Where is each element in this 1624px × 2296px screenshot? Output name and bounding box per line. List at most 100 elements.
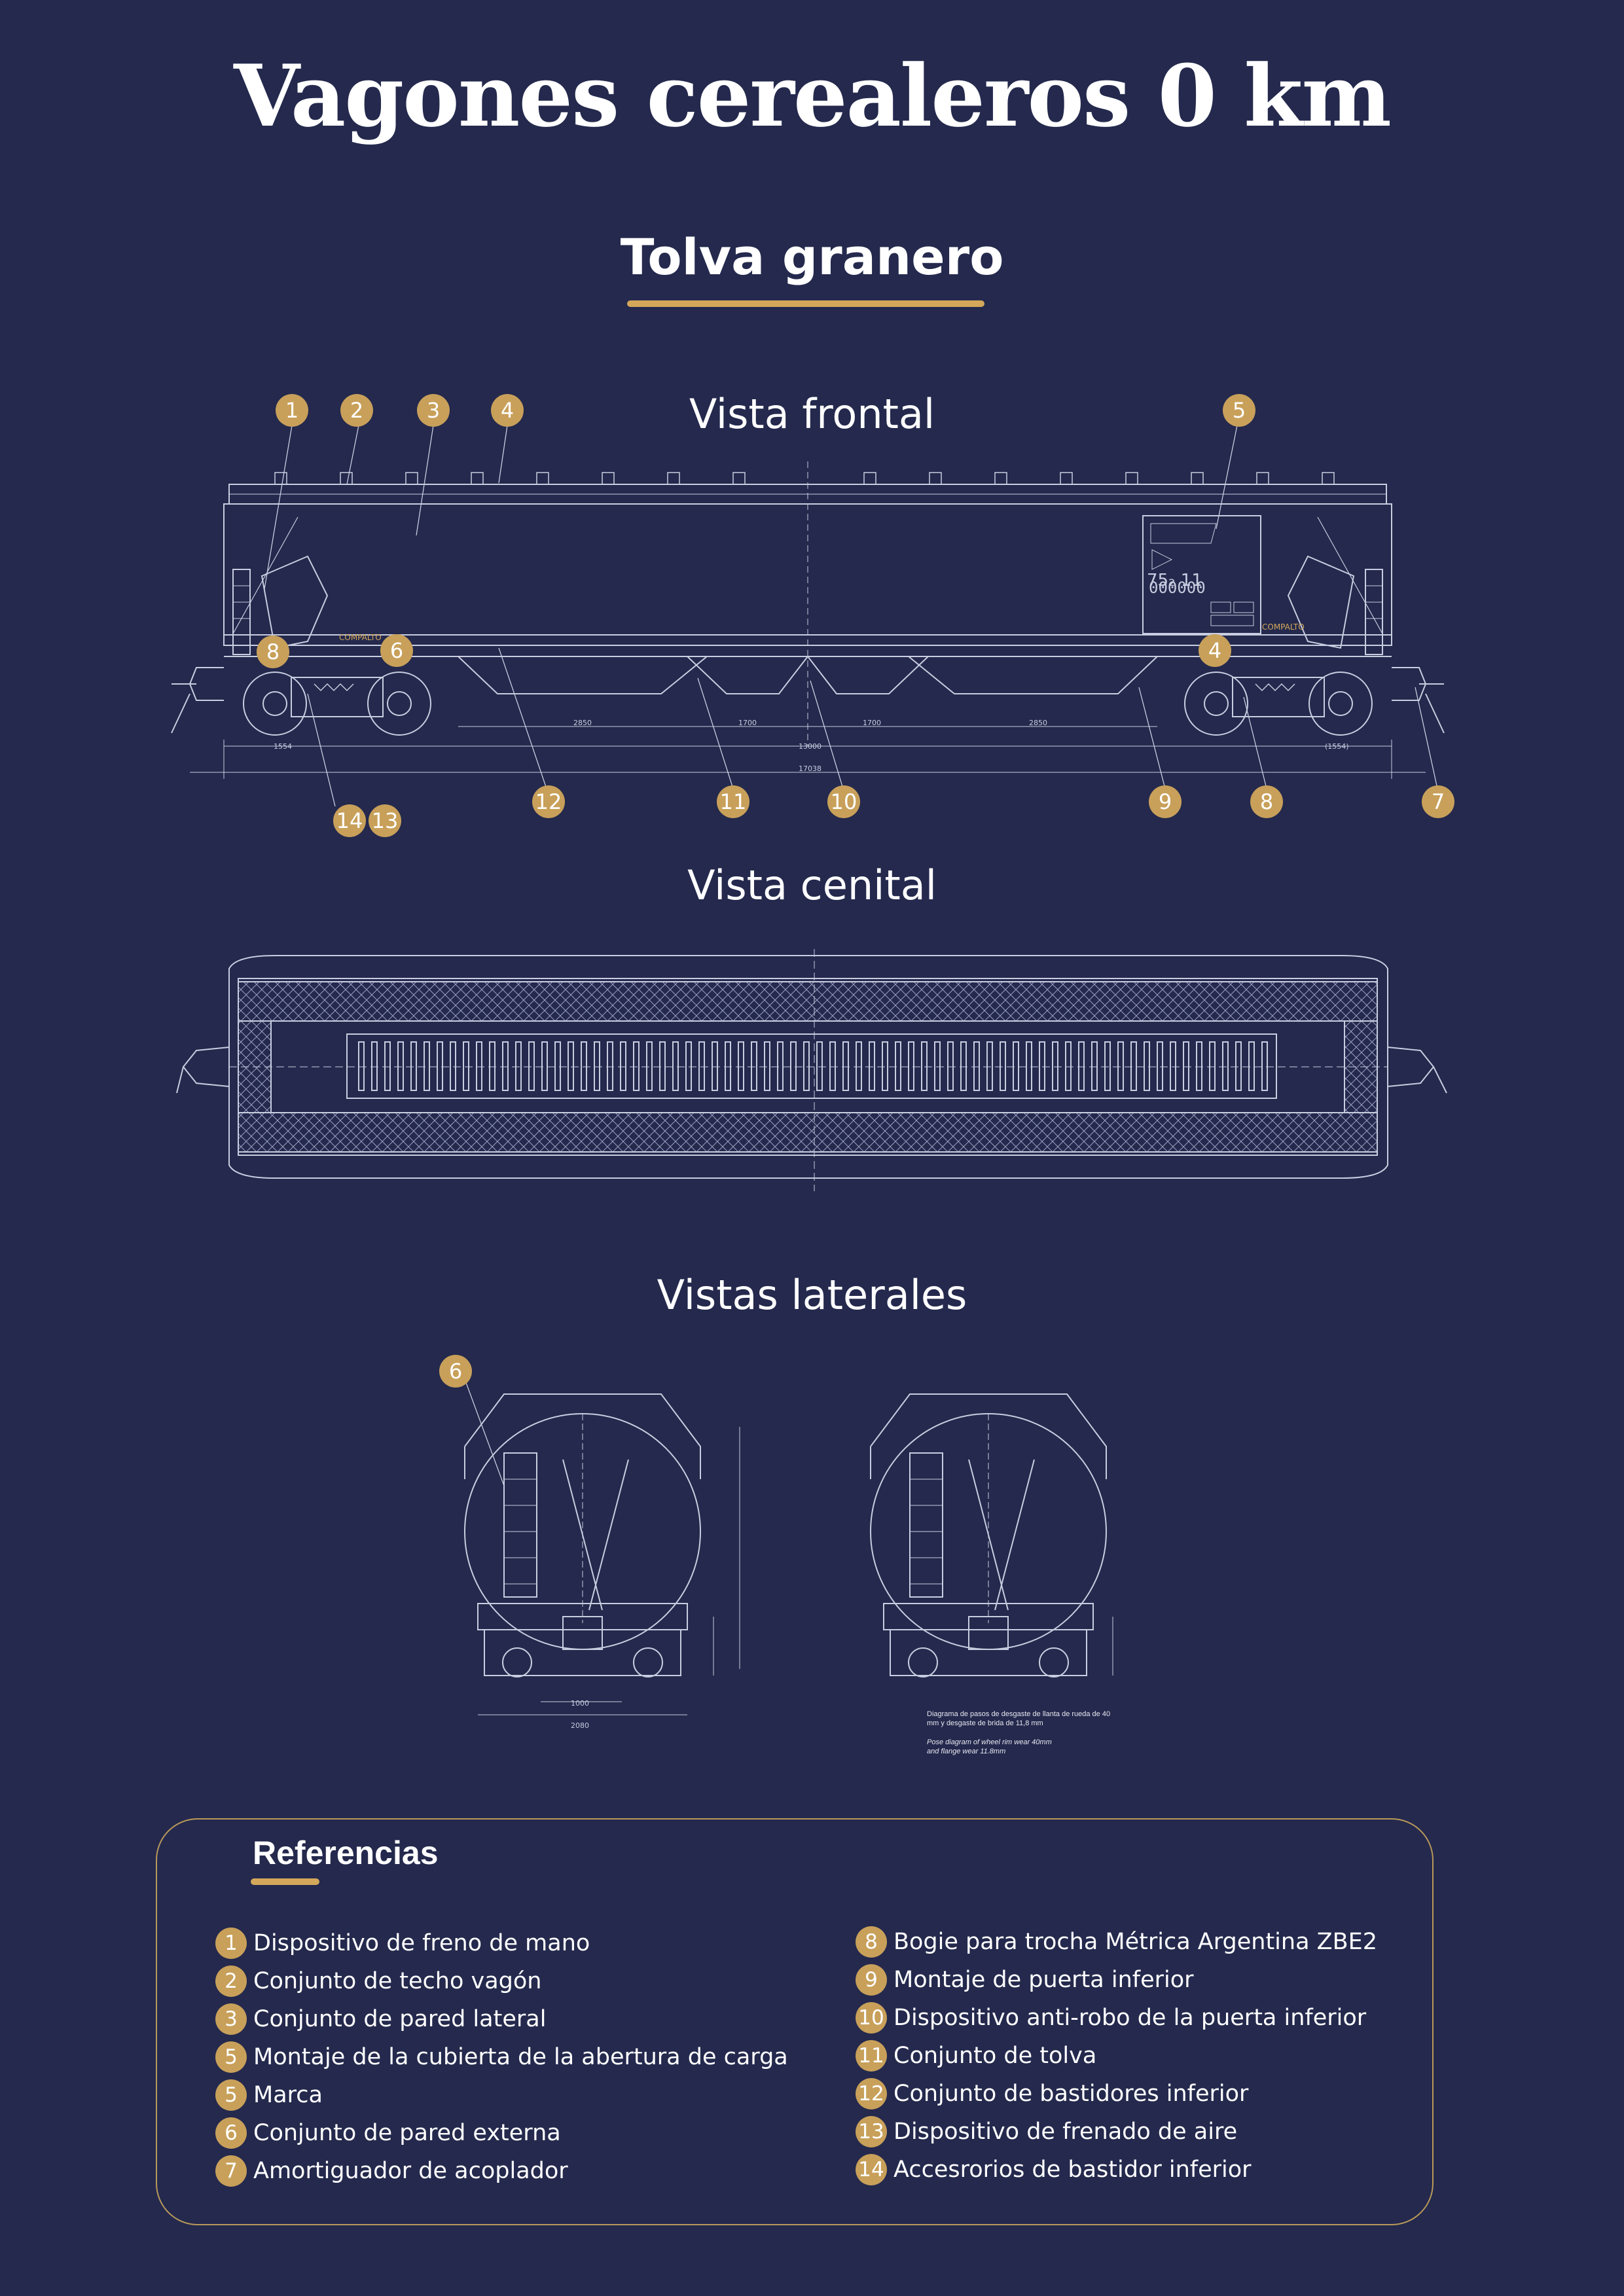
callout-7[interactable]: 7	[1422, 785, 1454, 818]
hopper-slat	[725, 1041, 731, 1091]
reference-item: 1 Dispositivo de freno de mano	[215, 1926, 590, 1961]
callout-11[interactable]: 11	[717, 785, 749, 818]
dim-1700-left: 1700	[738, 719, 757, 727]
reference-item: 6 Conjunto de pared externa	[215, 2115, 561, 2151]
hopper-slat	[1039, 1041, 1045, 1091]
hopper-slat	[463, 1041, 469, 1091]
callout-6-front[interactable]: 6	[380, 634, 413, 667]
hopper-slat	[659, 1041, 666, 1091]
hopper-slat	[908, 1041, 914, 1091]
callout-9[interactable]: 9	[1149, 785, 1182, 818]
hopper-slat	[960, 1041, 967, 1091]
reference-text: Conjunto de bastidores inferior	[893, 2081, 1249, 2107]
hopper-slat	[738, 1041, 744, 1091]
reference-item: 3 Conjunto de pared lateral	[215, 2001, 546, 2037]
reference-text: Bogie para trocha Métrica Argentina ZBE2	[893, 1929, 1378, 1955]
hopper-slat	[502, 1041, 509, 1091]
reference-number: 8	[856, 1926, 887, 1958]
hopper-slat	[410, 1041, 417, 1091]
hopper-slat	[790, 1041, 797, 1091]
callout-4-right[interactable]: 4	[1199, 634, 1231, 667]
hopper-slat	[1261, 1041, 1268, 1091]
side-views-drawing: 1000 2080	[458, 1361, 1113, 1730]
callout-2[interactable]: 2	[340, 394, 373, 427]
reference-number: 5	[215, 2079, 247, 2111]
reference-number: 9	[856, 1964, 887, 1996]
reference-item: 10 Dispositivo anti-robo de la puerta in…	[856, 2000, 1366, 2036]
reference-text: Montaje de puerta inferior	[893, 1967, 1194, 1993]
front-view-title: Vista frontal	[689, 390, 935, 438]
hopper-slat	[1130, 1041, 1137, 1091]
brand-mark-right: COMPALTO	[1262, 622, 1305, 632]
hopper-slat	[1117, 1041, 1124, 1091]
reference-text: Conjunto de tolva	[893, 2043, 1097, 2069]
hopper-slat	[437, 1041, 443, 1091]
references-underline	[251, 1878, 319, 1885]
hopper-slat	[921, 1041, 928, 1091]
dim-2850-right: 2850	[1029, 719, 1047, 727]
reference-number: 1	[215, 1928, 247, 1959]
reference-item: 9 Montaje de puerta inferior	[856, 1962, 1194, 1998]
side-views-title: Vistas laterales	[657, 1271, 967, 1319]
reference-item: 7 Amortiguador de acoplador	[215, 2153, 568, 2189]
reference-number: 6	[215, 2117, 247, 2149]
reference-item: 5 Montaje de la cubierta de la abertura …	[215, 2039, 788, 2075]
hopper-slat	[424, 1041, 430, 1091]
callout-8-right[interactable]: 8	[1250, 785, 1283, 818]
hopper-slat	[1013, 1041, 1019, 1091]
front-view-drawing: 75₂ 11 COMPALTO COMPALTO 1554 2850 1700 …	[171, 425, 1445, 807]
callout-14[interactable]: 14	[333, 804, 366, 837]
hopper-slat	[947, 1041, 954, 1091]
hopper-slat	[620, 1041, 626, 1091]
hopper-slat	[1157, 1041, 1163, 1091]
reference-text: Dispositivo de frenado de aire	[893, 2119, 1238, 2145]
callout-1[interactable]: 1	[276, 394, 308, 427]
hopper-slat	[1091, 1041, 1098, 1091]
reference-item: 12 Conjunto de bastidores inferior	[856, 2076, 1248, 2111]
reference-number: 5	[215, 2041, 247, 2073]
hopper-slat	[1235, 1041, 1242, 1091]
hopper-slat	[371, 1041, 378, 1091]
reference-text: Dispositivo de freno de mano	[253, 1930, 590, 1956]
hopper-slat	[646, 1041, 653, 1091]
callout-5[interactable]: 5	[1223, 394, 1255, 427]
page-subtitle: Tolva granero	[620, 228, 1004, 286]
callout-12[interactable]: 12	[532, 785, 565, 818]
hopper-slat	[869, 1041, 875, 1091]
hopper-slat	[489, 1041, 496, 1091]
reference-text: Accesrorios de bastidor inferior	[893, 2157, 1252, 2183]
hopper-slat	[856, 1041, 862, 1091]
hopper-slat	[712, 1041, 718, 1091]
callout-4-top[interactable]: 4	[491, 394, 524, 427]
reference-text: Amortiguador de acoplador	[253, 2158, 568, 2184]
hopper-slat	[1222, 1041, 1229, 1091]
reference-item: 11 Conjunto de tolva	[856, 2038, 1096, 2073]
brand-mark-left: COMPALTO	[339, 633, 382, 642]
hopper-slat	[698, 1041, 705, 1091]
hopper-slat	[607, 1041, 613, 1091]
hopper-slat	[358, 1041, 365, 1091]
callout-6-side[interactable]: 6	[439, 1355, 472, 1388]
reference-item: 5 Marca	[215, 2077, 323, 2113]
hopper-slat	[384, 1041, 391, 1091]
callout-3[interactable]: 3	[417, 394, 450, 427]
hopper-slat	[515, 1041, 522, 1091]
hopper-slat	[1144, 1041, 1150, 1091]
reference-text: Montaje de la cubierta de la abertura de…	[253, 2044, 788, 2070]
hopper-slat	[1104, 1041, 1111, 1091]
reference-number: 3	[215, 2003, 247, 2035]
hopper-slat	[803, 1041, 810, 1091]
dim-17038: 17038	[799, 764, 821, 773]
callout-13[interactable]: 13	[369, 804, 401, 837]
callout-8-left[interactable]: 8	[257, 636, 289, 668]
hopper-slat	[777, 1041, 784, 1091]
reference-text: Dispositivo anti-robo de la puerta infer…	[893, 2005, 1367, 2031]
reference-item: 14 Accesrorios de bastidor inferior	[856, 2152, 1252, 2187]
reference-number: 14	[856, 2154, 887, 2185]
reference-number: 12	[856, 2078, 887, 2109]
hopper-slat	[672, 1041, 679, 1091]
hopper-slat	[476, 1041, 482, 1091]
callout-10[interactable]: 10	[827, 785, 860, 818]
hopper-slat	[541, 1041, 548, 1091]
hopper-slat	[554, 1041, 561, 1091]
